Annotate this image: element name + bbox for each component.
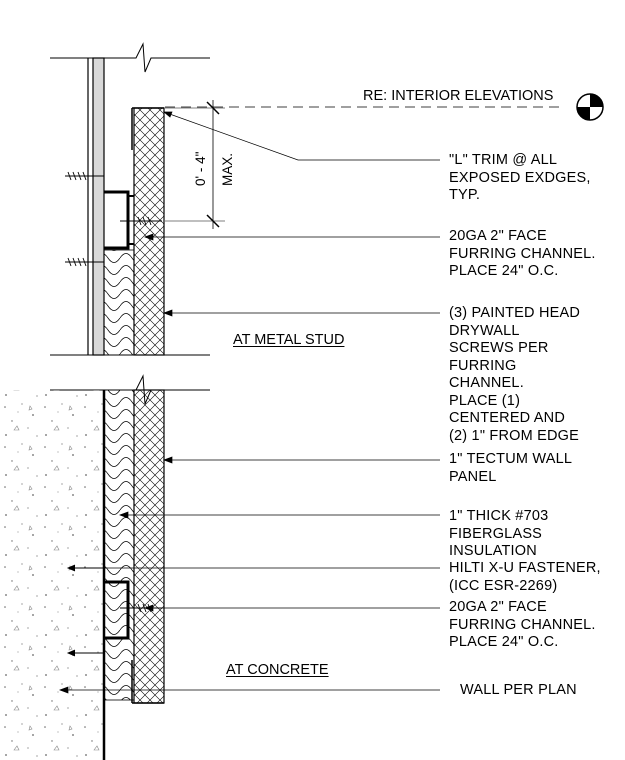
furring-channel <box>104 580 130 640</box>
fiberglass-insulation <box>103 249 135 356</box>
dimension-value: 0' - 4" <box>193 151 208 186</box>
fiberglass-insulation <box>103 389 135 701</box>
dimension-qualifier: MAX. <box>220 152 235 186</box>
note-hilti-fastener: HILTI X-U FASTENER,(ICC ESR-2269) <box>449 560 601 594</box>
section-title-concrete: AT CONCRETE <box>226 662 329 678</box>
leader-lines <box>59 111 440 694</box>
gypsum-board <box>92 57 105 356</box>
elevation-reference-symbol <box>576 93 604 121</box>
concrete-wall <box>0 390 104 760</box>
l-trim <box>131 107 164 150</box>
section-title-metal-stud: AT METAL STUD <box>233 332 345 348</box>
reference-label: RE: INTERIOR ELEVATIONS <box>363 88 554 104</box>
tectum-wall-panel <box>133 389 165 704</box>
tectum-wall-panel <box>133 107 165 356</box>
drywall-screws <box>65 171 162 267</box>
furring-channel <box>104 190 130 250</box>
note-wall-per-plan: WALL PER PLAN <box>460 682 577 698</box>
break-line <box>50 42 210 73</box>
